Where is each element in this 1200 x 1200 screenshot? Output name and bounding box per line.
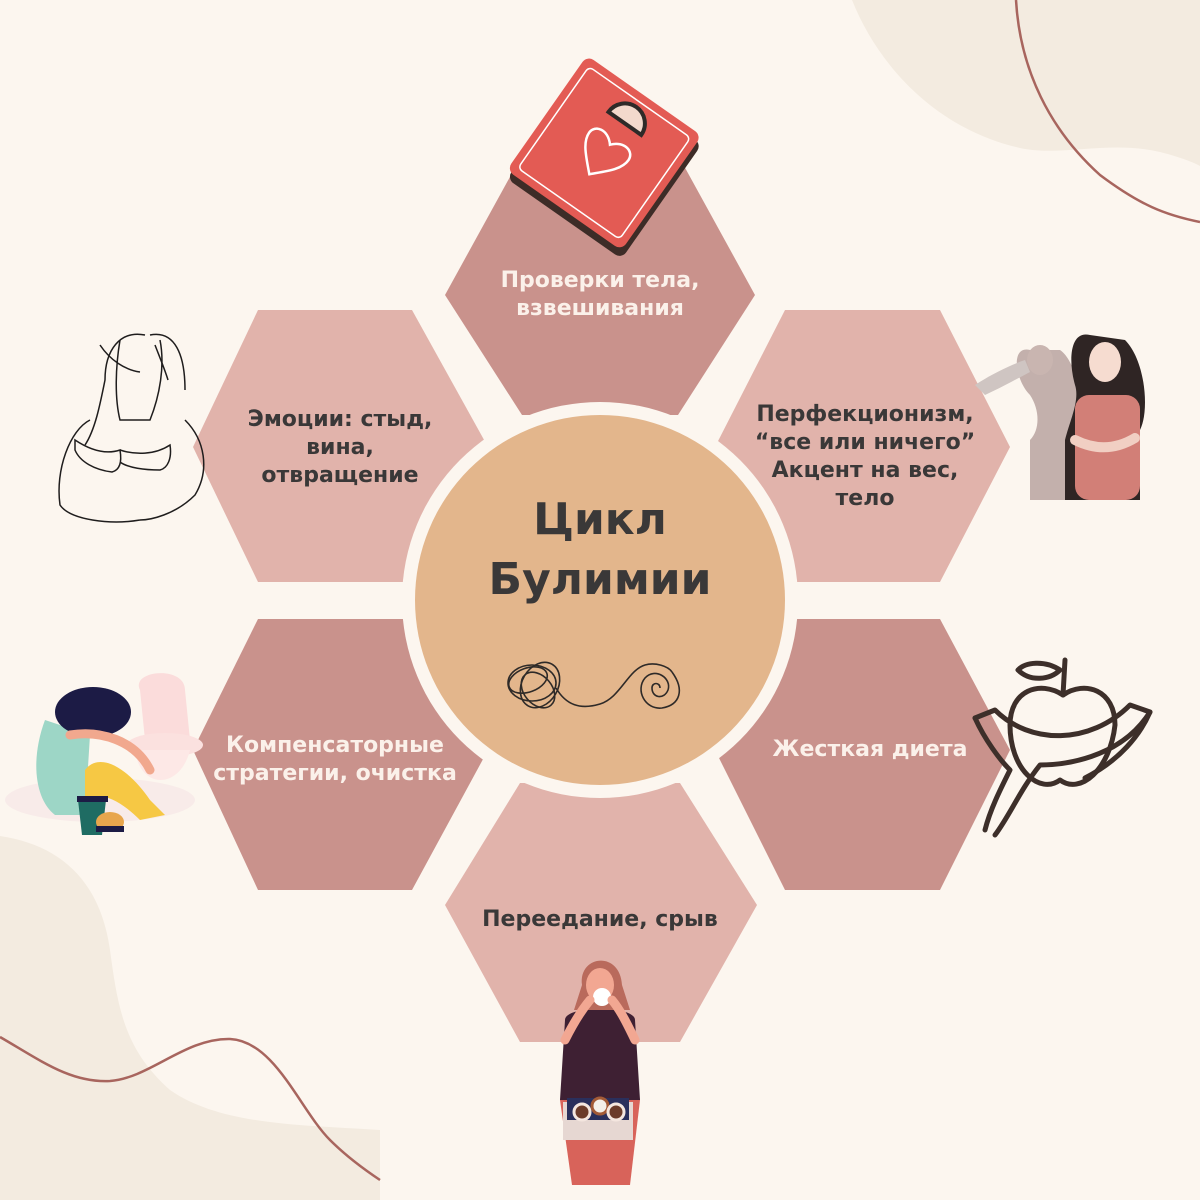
bathroom-scale-icon	[509, 58, 699, 256]
hex-upper-right	[715, 310, 1010, 582]
hex-lower-left	[193, 619, 488, 890]
hex-upper-left	[193, 310, 488, 582]
center-circle	[415, 415, 785, 785]
woman-covering-face-icon	[58, 333, 205, 523]
top-right-curve-line	[1014, 0, 1200, 224]
anxious-women-icon	[975, 334, 1145, 500]
diagram-title: Цикл Булимии	[488, 494, 712, 605]
step-label-bottom: Переедание, срыв	[482, 907, 718, 932]
woman-toilet-fastfood-icon	[5, 673, 203, 835]
hex-bottom	[445, 783, 757, 1042]
apple-measuring-tape-icon	[972, 657, 1153, 838]
bottom-left-curve-line	[0, 1035, 381, 1182]
hex-lower-right	[715, 619, 1010, 890]
bottom-left-blob	[0, 836, 380, 1200]
woman-eating-donuts-icon	[560, 960, 640, 1185]
hex-top	[445, 155, 755, 415]
step-label-upper-left: Эмоции: стыд, вина, отвращение	[247, 407, 433, 488]
step-label-top: Проверки тела, взвешивания	[500, 268, 700, 321]
step-label-lower-left: Компенсаторные стратегии, очистка	[213, 733, 457, 786]
step-label-lower-right: Жесткая диета	[772, 737, 968, 762]
step-label-upper-right: Перфекционизм, “все или ничего” Акцент н…	[754, 402, 976, 511]
top-right-blob	[852, 0, 1200, 166]
tangled-thread-spiral-icon	[507, 661, 681, 709]
